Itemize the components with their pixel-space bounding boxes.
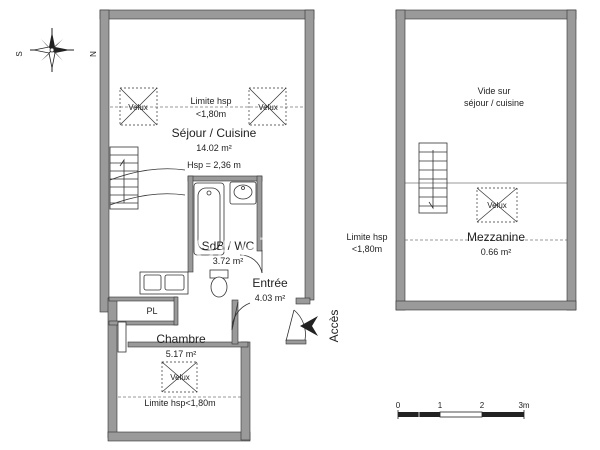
vide-line1: Vide sur: [478, 86, 511, 96]
room-pl-name: PL: [146, 306, 157, 316]
velux-chambre: [161, 361, 198, 393]
room-entree-name: Entrée: [252, 276, 288, 290]
velux-sejour-right-label: Velux: [258, 103, 278, 112]
bathroom-basin: [229, 181, 257, 205]
mezzanine-walls: [395, 9, 577, 311]
scale-tick-3: 3m: [518, 401, 529, 410]
staircase-mezzanine: [418, 142, 448, 214]
room-mezzanine-area: 0.66 m²: [481, 247, 512, 257]
staircase-main: [109, 146, 186, 210]
velux-sejour-left-label: Velux: [128, 103, 148, 112]
velux-chambre-label: Velux: [170, 373, 190, 382]
scale-tick-2: 2: [480, 401, 485, 410]
room-sdb-name: SdB / WC: [202, 239, 255, 253]
room-chambre-name: Chambre: [156, 332, 206, 346]
main-floor-walls: [99, 9, 315, 442]
limit-hsp-mezz-line2: <1,80m: [352, 244, 382, 254]
access-arrow: [300, 316, 318, 336]
vide-line2: séjour / cuisine: [464, 98, 524, 108]
limit-hsp-top-line1: Limite hsp: [190, 96, 231, 106]
room-sdb-area: 3.72 m²: [213, 256, 244, 266]
compass-north-label: N: [88, 51, 97, 57]
access-label: Accès: [327, 310, 341, 343]
velux-sejour-left: [119, 87, 158, 126]
velux-mezzanine: [476, 187, 518, 223]
compass-south-label: S: [15, 51, 24, 56]
limit-hsp-top-line2: <1,80m: [196, 109, 226, 119]
room-sejour-height: Hsp = 2,36 m: [187, 160, 241, 170]
room-sejour-area: 14.02 m²: [196, 143, 232, 153]
room-entree-area: 4.03 m²: [255, 293, 286, 303]
limit-hsp-chambre: Limite hsp<1,80m: [144, 398, 215, 408]
compass-rose: [30, 28, 74, 72]
toilet: [209, 269, 229, 298]
scale-tick-0: 0: [396, 401, 401, 410]
room-sejour-name: Séjour / Cuisine: [172, 126, 257, 140]
velux-mezzanine-label: Velux: [487, 201, 507, 210]
scale-tick-1: 1: [438, 401, 443, 410]
limit-hsp-mezz-line1: Limite hsp: [346, 232, 387, 242]
chambre-window: [117, 321, 127, 353]
watermark: SAFTI: [195, 232, 290, 265]
kitchen-sink: [139, 271, 189, 295]
bathtub: [193, 182, 225, 256]
doors: [231, 250, 306, 342]
velux-sejour-right: [248, 87, 287, 126]
scale-bar: [397, 410, 525, 419]
room-chambre-area: 5.17 m²: [166, 349, 197, 359]
room-mezzanine-name: Mezzanine: [467, 230, 525, 244]
